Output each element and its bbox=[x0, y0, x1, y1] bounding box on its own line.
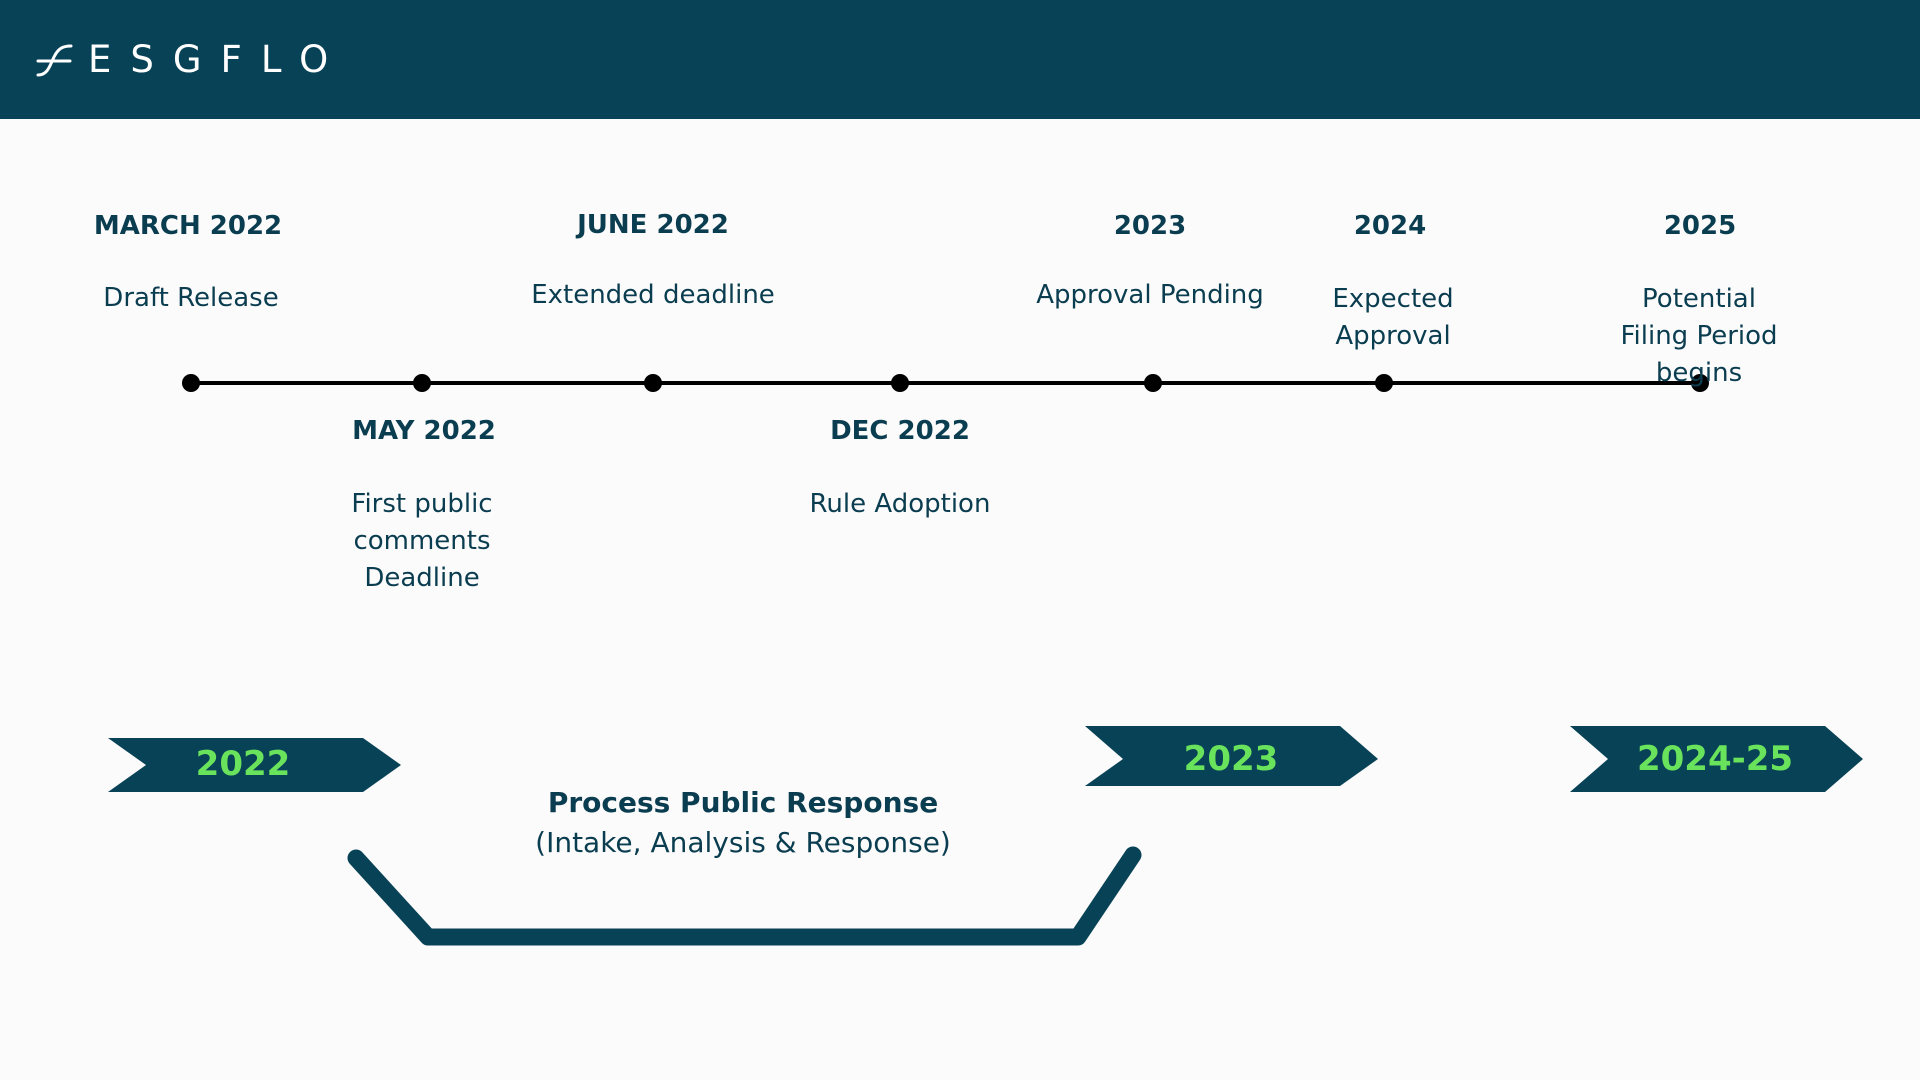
event-desc-2024: Expected Approval bbox=[1332, 284, 1454, 351]
timeline-dot-2024 bbox=[1375, 374, 1393, 392]
event-date-march-2022: MARCH 2022 bbox=[93, 211, 283, 241]
phase-arrow-2024-25 bbox=[1570, 726, 1863, 792]
brand-logo[interactable]: ESGFLO bbox=[34, 36, 347, 84]
event-date-2024: 2024 bbox=[1353, 211, 1427, 241]
timeline-dot-2025 bbox=[1691, 374, 1709, 392]
event-desc-june-2022: Extended deadline bbox=[531, 280, 775, 310]
process-subtitle: (Intake, Analysis & Response) bbox=[535, 826, 951, 859]
phase-label-2023: 2023 bbox=[1183, 739, 1279, 779]
event-date-dec-2022: DEC 2022 bbox=[830, 416, 970, 446]
phase-arrow-2022 bbox=[108, 738, 401, 792]
logo-text: ESGFLO bbox=[88, 38, 348, 81]
phase-arrow-2023 bbox=[1085, 726, 1378, 786]
event-desc-may-2022: First public comments Deadline bbox=[351, 489, 493, 593]
timeline-dot-june-2022 bbox=[644, 374, 662, 392]
timeline-dot-2023 bbox=[1144, 374, 1162, 392]
event-date-2023: 2023 bbox=[1113, 211, 1187, 241]
header-bar: ESGFLO bbox=[0, 0, 1920, 119]
event-date-may-2022: MAY 2022 bbox=[352, 416, 496, 446]
process-title: Process Public Response bbox=[547, 786, 939, 819]
event-date-2025: 2025 bbox=[1663, 211, 1737, 241]
event-desc-2025: Potential Filing Period begins bbox=[1620, 284, 1778, 388]
phase-label-2024-25: 2024-25 bbox=[1636, 739, 1794, 779]
timeline-dot-may-2022 bbox=[413, 374, 431, 392]
timeline-dot-dec-2022 bbox=[891, 374, 909, 392]
event-date-june-2022: JUNE 2022 bbox=[577, 210, 729, 240]
timeline-dot-march-2022 bbox=[182, 374, 200, 392]
process-bracket bbox=[347, 846, 1142, 946]
esgflo-logo-mark-icon bbox=[36, 44, 73, 77]
phase-label-2022: 2022 bbox=[195, 744, 291, 784]
event-desc-march-2022: Draft Release bbox=[103, 283, 279, 313]
event-desc-dec-2022: Rule Adoption bbox=[809, 489, 991, 519]
event-desc-2023: Approval Pending bbox=[1036, 280, 1264, 310]
